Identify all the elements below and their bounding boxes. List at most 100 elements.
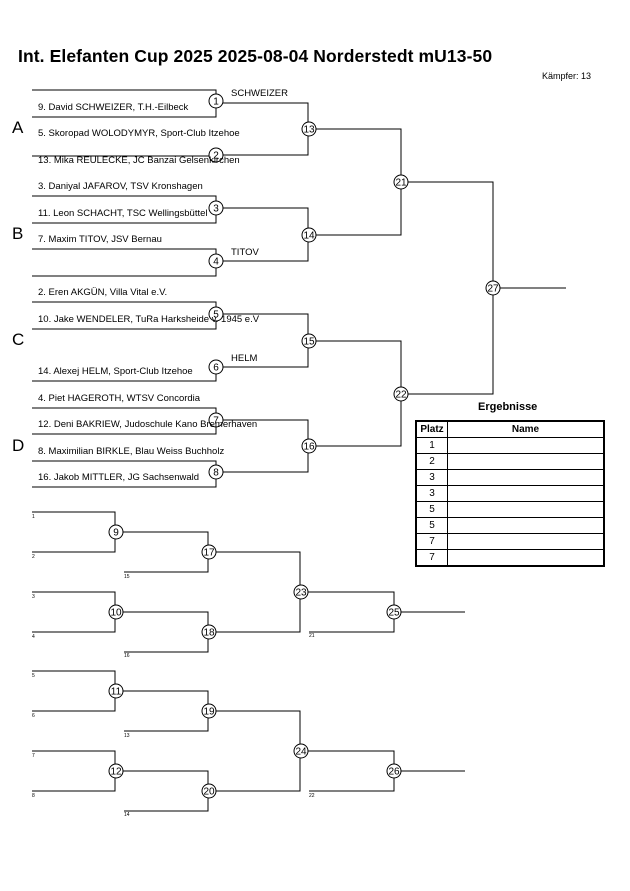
repechage-fight-20: 20 [201,783,217,799]
results-row: 7 [415,533,605,550]
entry-3: 13. Mika REULECKE, JC Banzai Gelsenkirch… [38,155,240,166]
result-place: 3 [415,485,448,502]
svg-text:16: 16 [303,442,315,453]
entry-5: 11. Leon SCHACHT, TSC Wellingsbüttel [38,208,208,219]
result-place: 1 [415,437,448,454]
repechage-slot-label: 21 [309,633,315,639]
results-row: 5 [415,501,605,518]
svg-text:7: 7 [213,416,219,427]
main-fight-4: 4 [208,253,224,269]
main-fight-14: 14 [301,227,317,243]
entry-2: 5. Skoropad WOLODYMYR, Sport-Club Itzeho… [38,128,240,139]
main-fight-5: 5 [208,306,224,322]
svg-text:11: 11 [111,687,122,698]
result-place: 2 [415,453,448,470]
main-fight-27: 27 [485,280,501,296]
pool-label-b: B [12,224,24,243]
repechage-slot-label: 3 [32,594,35,600]
result-name [447,533,605,550]
repechage-slot-label: 22 [309,793,315,799]
result-name [447,517,605,534]
repechage-slot-label: 1 [32,514,35,520]
repechage-fight-17: 17 [201,544,217,560]
svg-text:4: 4 [213,257,219,268]
svg-text:25: 25 [388,608,400,619]
repechage-fight-25: 25 [386,604,402,620]
repechage-fight-9: 9 [108,524,124,540]
svg-text:19: 19 [203,707,215,718]
repechage-fight-23: 23 [293,584,309,600]
result-place: 7 [415,533,448,550]
svg-text:23: 23 [295,588,307,599]
repechage-fight-10: 10 [108,604,124,620]
entry-12: 8. Maximilian BIRKLE, Blau Weiss Buchhol… [38,446,225,457]
pool-label-d: D [12,436,25,455]
pool-label-a: A [12,118,24,137]
repechage-slot-label: 7 [32,753,35,759]
repechage-slot-label: 2 [32,554,35,560]
svg-text:9: 9 [113,528,119,539]
entry-6: 7. Maxim TITOV, JSV Bernau [38,234,162,245]
result-place: 7 [415,549,448,567]
winner-fight-1: SCHWEIZER [231,88,288,99]
repechage-fight-11: 11 [108,683,124,699]
svg-text:8: 8 [213,468,219,479]
svg-text:3: 3 [213,204,219,215]
main-fight-15: 15 [301,333,317,349]
result-place: 5 [415,501,448,518]
repechage-fight-24: 24 [293,743,309,759]
fighter-count: Kämpfer: 13 [542,71,592,81]
svg-text:22: 22 [395,390,407,401]
svg-text:13: 13 [303,125,315,136]
svg-text:5: 5 [213,310,219,321]
entry-10: 4. Piet HAGEROTH, WTSV Concordia [38,393,201,404]
result-name [447,453,605,470]
entry-9: 14. Alexej HELM, Sport-Club Itzehoe [38,366,193,377]
results-header-place: Platz [415,420,448,438]
result-name [447,549,605,567]
winner-fight-6: HELM [231,353,258,364]
svg-text:1: 1 [213,97,219,108]
repechage-slot-label: 5 [32,673,35,679]
main-fight-2: 2 [208,147,224,163]
main-fight-6: 6 [208,359,224,375]
result-name [447,501,605,518]
svg-text:20: 20 [203,787,215,798]
svg-text:10: 10 [110,608,122,619]
svg-text:27: 27 [487,284,499,295]
repechage-slot-label: 13 [124,733,130,739]
winner-fight-4: TITOV [231,247,259,258]
repechage-slot-label: 16 [124,653,130,659]
result-name [447,437,605,454]
results-header-name: Name [447,420,605,438]
result-name [447,469,605,486]
results-row: 7 [415,549,605,567]
main-fight-1: 1 [208,93,224,109]
svg-text:12: 12 [110,767,122,778]
main-fight-8: 8 [208,464,224,480]
entry-8: 10. Jake WENDELER, TuRa Harksheide v. 19… [38,314,260,325]
repechage-slot-label: 14 [124,812,130,818]
svg-text:17: 17 [203,548,215,559]
results-title: Ergebnisse [478,401,538,413]
result-place: 3 [415,469,448,486]
svg-text:14: 14 [303,231,315,242]
results-row: 3 [415,469,605,486]
entry-7: 2. Eren AKGÜN, Villa Vital e.V. [38,287,168,298]
result-name [447,485,605,502]
fight-circles: 1234567813141516212227910111217181920232… [108,93,501,799]
main-fight-21: 21 [393,174,409,190]
repechage-fight-19: 19 [201,703,217,719]
svg-text:24: 24 [295,747,307,758]
results-row: 3 [415,485,605,502]
entry-1: 9. David SCHWEIZER, T.H.-Eilbeck [38,102,189,113]
entry-4: 3. Daniyal JAFAROV, TSV Kronshagen [38,181,203,192]
main-fight-22: 22 [393,386,409,402]
pool-label-c: C [12,330,25,349]
repechage-slot-label: 15 [124,574,130,580]
results-row: 5 [415,517,605,534]
repechage-fight-26: 26 [386,763,402,779]
svg-text:15: 15 [303,337,315,348]
